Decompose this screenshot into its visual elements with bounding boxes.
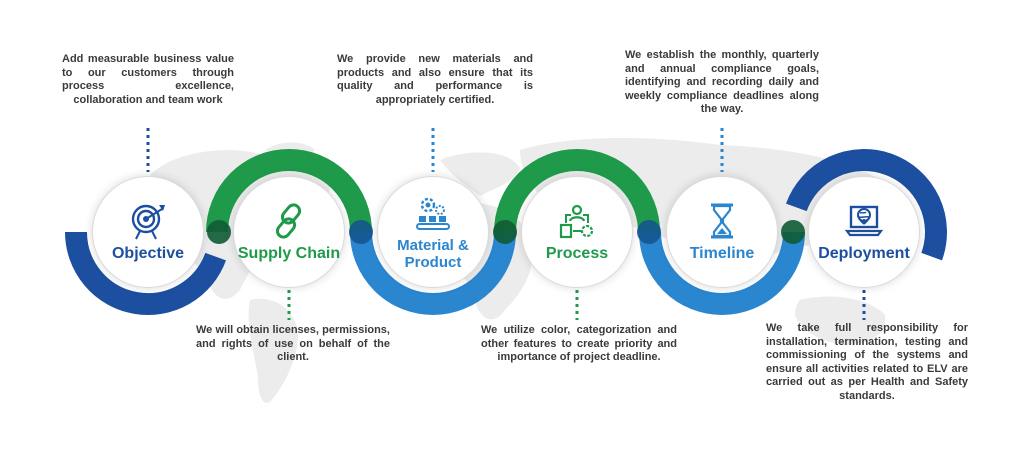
step-label: Timeline xyxy=(689,245,755,262)
step-label: Material & Product xyxy=(397,237,469,271)
step-label: Deployment xyxy=(818,245,910,262)
objective-description: Add measurable business value to our cus… xyxy=(62,53,234,106)
process-description: We utilize color, categorization and oth… xyxy=(481,324,677,363)
step-supply-chain: Supply Chain xyxy=(234,177,344,287)
hourglass-icon xyxy=(711,203,733,239)
step-deployment: Deployment xyxy=(809,177,919,287)
timeline-description: We establish the monthly, quarterly and … xyxy=(625,49,819,115)
ring-arc-5 xyxy=(639,231,805,315)
step-process: Process xyxy=(522,177,632,287)
process-flow-icon xyxy=(559,204,594,239)
ring-arc-6 xyxy=(786,149,947,261)
step-material-product: Material & Product xyxy=(378,177,488,287)
ring-joint xyxy=(781,220,805,244)
ring-joint xyxy=(207,220,231,244)
conveyor-gear-icon xyxy=(416,197,450,230)
connector-ring xyxy=(65,149,947,315)
ring-arc-2 xyxy=(206,149,372,233)
step-label: Objective xyxy=(111,245,185,262)
ring-arc-4 xyxy=(494,149,660,233)
step-label: Supply Chain xyxy=(237,245,341,262)
step-objective: Objective xyxy=(93,177,203,287)
step-label: Process xyxy=(545,245,609,262)
laptop-globe-icon xyxy=(844,205,884,237)
ring-joint xyxy=(493,220,517,244)
ring-arc-3 xyxy=(350,231,516,315)
supply-chain-description: We will obtain licenses, permissions, an… xyxy=(196,324,390,363)
deployment-description: We take full responsibility for installa… xyxy=(766,322,968,402)
target-icon xyxy=(131,204,165,240)
step-timeline: Timeline xyxy=(667,177,777,287)
chain-link-icon xyxy=(275,203,302,239)
ring-joint xyxy=(637,220,661,244)
ring-joint xyxy=(349,220,373,244)
ring-arc-1 xyxy=(65,231,226,315)
material-description: We provide new materials and products an… xyxy=(337,53,533,106)
